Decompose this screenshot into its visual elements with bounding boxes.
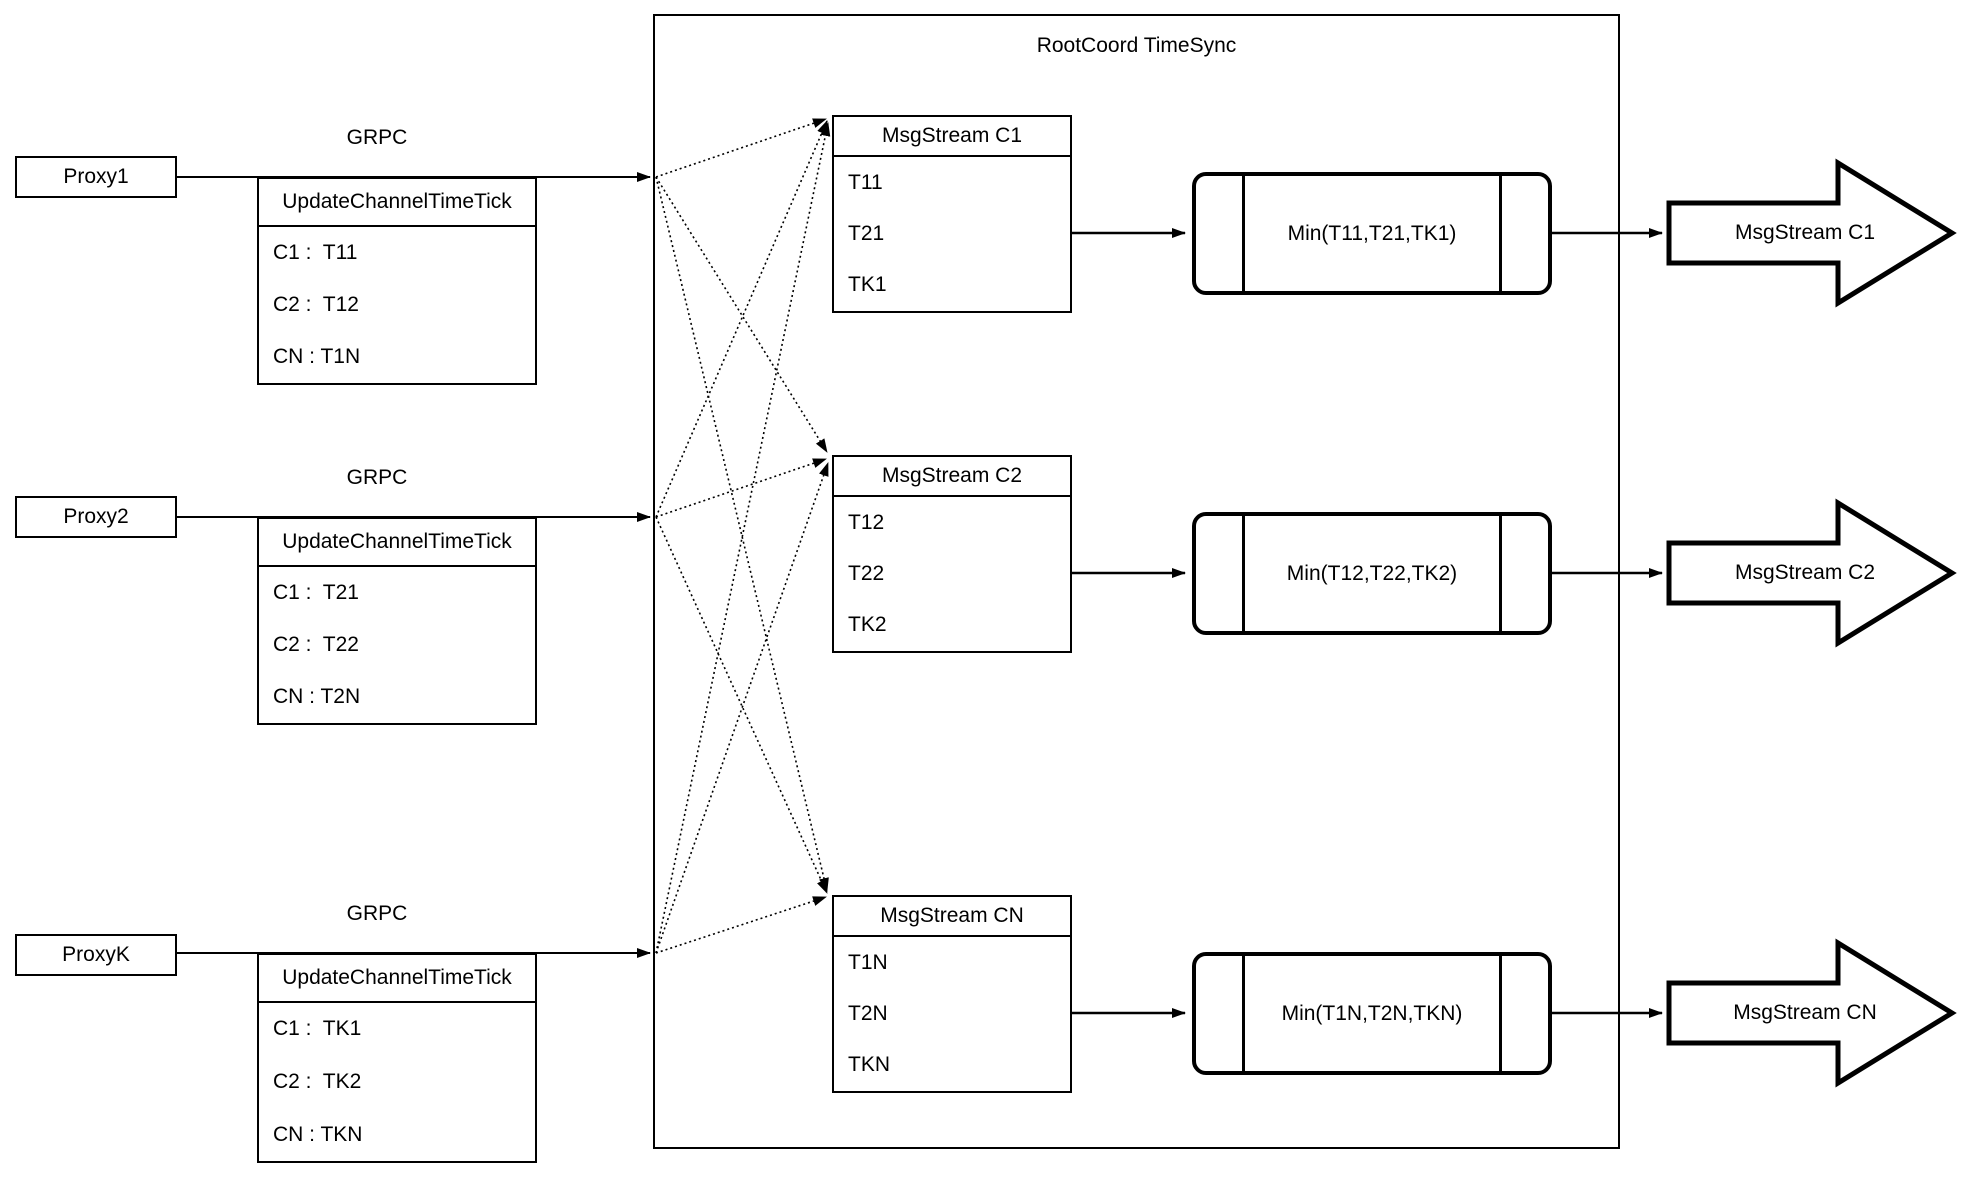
proxy2-grpc-label: GRPC bbox=[346, 466, 408, 489]
proxy1-grpc-label: GRPC bbox=[346, 126, 408, 149]
table-row: C1 : T11 bbox=[273, 241, 358, 264]
min-reducer-c2: Min(T12,T22,TK2) bbox=[1192, 512, 1552, 635]
table-row: TKN bbox=[848, 1053, 890, 1077]
msgstream-c2-table: MsgStream C2 T12 T22 TK2 bbox=[832, 455, 1072, 653]
table-row: T21 bbox=[848, 221, 885, 245]
msgstream-c1-table-body: T11 T21 TK1 bbox=[834, 157, 1070, 311]
proxy2-label: Proxy2 bbox=[63, 505, 129, 528]
msgstream-cn-output-arrow bbox=[1666, 938, 1957, 1088]
msgstream-c2-table-body: T12 T22 TK2 bbox=[834, 497, 1070, 651]
table-row: C1 : T21 bbox=[273, 581, 359, 604]
proxy2-box: Proxy2 bbox=[15, 496, 177, 538]
proxy2-timetick-table-header: UpdateChannelTimeTick bbox=[259, 519, 535, 567]
msgstream-c1-output-arrow bbox=[1666, 158, 1957, 308]
proxyk-timetick-table-body: C1 : TK1 C2 : TK2 CN : TKN bbox=[259, 1003, 535, 1161]
table-row: CN : T2N bbox=[273, 685, 361, 708]
msgstream-c1-output-label: MsgStream C1 bbox=[1734, 221, 1876, 244]
table-row: CN : T1N bbox=[273, 345, 361, 368]
msgstream-c2-output-arrow bbox=[1666, 498, 1957, 648]
min-reducer-c1: Min(T11,T21,TK1) bbox=[1192, 172, 1552, 295]
table-row: C2 : T12 bbox=[273, 293, 359, 316]
proxy1-timetick-table-body: C1 : T11 C2 : T12 CN : T1N bbox=[259, 227, 535, 383]
dotted-arrow-p1-c2 bbox=[655, 176, 828, 453]
msgstream-cn-table-body: T1N T2N TKN bbox=[834, 937, 1070, 1091]
dotted-arrow-p2-c2 bbox=[655, 458, 827, 518]
table-row: TK1 bbox=[848, 273, 887, 297]
min-box-right-divider bbox=[1499, 956, 1502, 1071]
table-row: T12 bbox=[848, 510, 885, 534]
rootcoord-timesync-title: RootCoord TimeSync bbox=[1036, 34, 1237, 57]
table-row: TK2 bbox=[848, 613, 887, 637]
dotted-arrow-p2-cn bbox=[655, 516, 828, 894]
proxy1-timetick-table-header: UpdateChannelTimeTick bbox=[259, 179, 535, 227]
min-box-left-divider bbox=[1242, 176, 1245, 291]
proxy1-timetick-table: UpdateChannelTimeTick C1 : T11 C2 : T12 … bbox=[257, 177, 537, 385]
dotted-arrow-pk-c1 bbox=[655, 122, 831, 954]
min-c1-label: Min(T11,T21,TK1) bbox=[1287, 221, 1457, 245]
proxyk-timetick-table: UpdateChannelTimeTick C1 : TK1 C2 : TK2 … bbox=[257, 953, 537, 1163]
min-c2-label: Min(T12,T22,TK2) bbox=[1286, 561, 1458, 585]
proxyk-label: ProxyK bbox=[62, 943, 130, 966]
msgstream-c2-output-label: MsgStream C2 bbox=[1734, 561, 1876, 584]
dotted-arrow-p2-c1 bbox=[655, 120, 828, 518]
msgstream-cn-table: MsgStream CN T1N T2N TKN bbox=[832, 895, 1072, 1093]
table-row: C2 : T22 bbox=[273, 633, 359, 656]
timetick-fanout-dotted-arrows bbox=[655, 118, 831, 954]
min-box-right-divider bbox=[1499, 516, 1502, 631]
min-box-left-divider bbox=[1242, 516, 1245, 631]
proxy1-box: Proxy1 bbox=[15, 156, 177, 198]
min-reducer-cn: Min(T1N,T2N,TKN) bbox=[1192, 952, 1552, 1075]
min-box-right-divider bbox=[1499, 176, 1502, 291]
dotted-arrow-pk-cn bbox=[655, 896, 827, 954]
proxy1-label: Proxy1 bbox=[63, 165, 129, 188]
proxy2-timetick-table-body: C1 : T21 C2 : T22 CN : T2N bbox=[259, 567, 535, 723]
dotted-arrow-pk-c2 bbox=[655, 462, 829, 954]
proxyk-timetick-table-header: UpdateChannelTimeTick bbox=[259, 955, 535, 1003]
min-box-left-divider bbox=[1242, 956, 1245, 1071]
msgstream-cn-output-label: MsgStream CN bbox=[1733, 1001, 1877, 1024]
msgstream-c1-table-header: MsgStream C1 bbox=[834, 117, 1070, 157]
msgstream-c2-table-header: MsgStream C2 bbox=[834, 457, 1070, 497]
table-row: T1N bbox=[848, 950, 888, 974]
proxyk-grpc-label: GRPC bbox=[346, 902, 408, 925]
table-row: CN : TKN bbox=[273, 1122, 363, 1146]
msgstream-c1-table: MsgStream C1 T11 T21 TK1 bbox=[832, 115, 1072, 313]
table-row: T11 bbox=[848, 170, 883, 194]
table-row: T2N bbox=[848, 1001, 888, 1025]
table-row: C2 : TK2 bbox=[273, 1069, 362, 1093]
proxy2-timetick-table: UpdateChannelTimeTick C1 : T21 C2 : T22 … bbox=[257, 517, 537, 725]
proxyk-box: ProxyK bbox=[15, 934, 177, 976]
table-row: T22 bbox=[848, 561, 885, 585]
dotted-arrow-p1-cn bbox=[655, 176, 829, 892]
dotted-arrow-p1-c1 bbox=[655, 118, 827, 178]
rootcoord-timesync-container bbox=[653, 14, 1620, 1149]
table-row: C1 : TK1 bbox=[273, 1017, 362, 1041]
min-cn-label: Min(T1N,T2N,TKN) bbox=[1281, 1001, 1463, 1025]
msgstream-cn-table-header: MsgStream CN bbox=[834, 897, 1070, 937]
